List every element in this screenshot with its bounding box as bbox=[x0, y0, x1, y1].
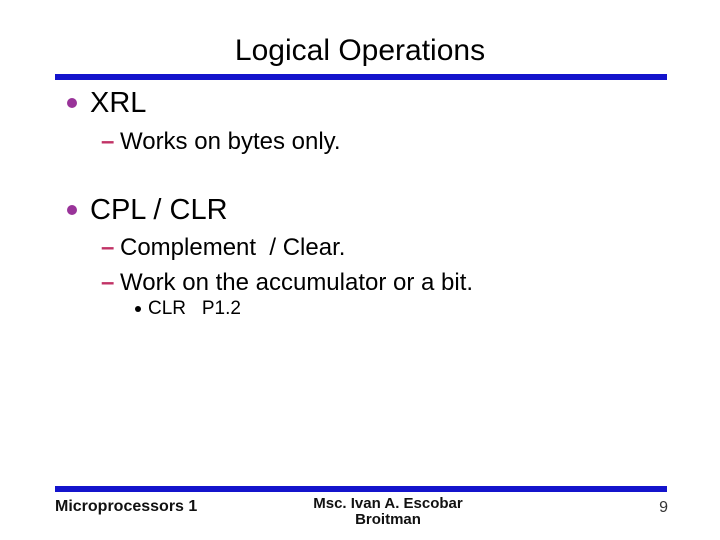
sub-bullet-text: Work on the accumulator or a bit. bbox=[120, 269, 474, 296]
sub-sub-bullet-text: CLR P1.2 bbox=[148, 298, 241, 319]
dash-icon: – bbox=[101, 269, 115, 296]
bullet-text: CPL / CLR bbox=[90, 194, 228, 226]
sub-bullet-icon bbox=[135, 306, 141, 312]
list-item: – Works on bytes only. bbox=[0, 127, 720, 156]
footer-author-line2: Broitman bbox=[355, 511, 421, 528]
sub-bullet-text: Works on bytes only. bbox=[120, 128, 341, 155]
slide-title: Logical Operations bbox=[234, 34, 486, 67]
bullet-icon bbox=[67, 98, 77, 108]
slide-number: 9 bbox=[659, 499, 668, 516]
title-divider-rule bbox=[55, 74, 667, 80]
list-item: XRL bbox=[0, 86, 720, 120]
bullet-text: XRL bbox=[90, 87, 147, 119]
bullet-icon bbox=[67, 205, 77, 215]
footer-author-line1: Msc. Ivan A. Escobar bbox=[313, 495, 463, 512]
sub-bullet-text: Complement / Clear. bbox=[120, 234, 346, 261]
footer-divider-rule bbox=[55, 486, 667, 492]
dash-icon: – bbox=[101, 234, 115, 261]
footer-course-name: Microprocessors 1 bbox=[55, 498, 198, 515]
list-item: – Complement / Clear. bbox=[0, 233, 720, 262]
footer-author: Msc. Ivan A. Escobar Broitman bbox=[288, 496, 488, 528]
list-item: CLR P1.2 bbox=[0, 297, 720, 321]
dash-icon: – bbox=[101, 128, 115, 155]
list-item: – Work on the accumulator or a bit. bbox=[0, 268, 720, 297]
list-item: CPL / CLR bbox=[0, 193, 720, 227]
